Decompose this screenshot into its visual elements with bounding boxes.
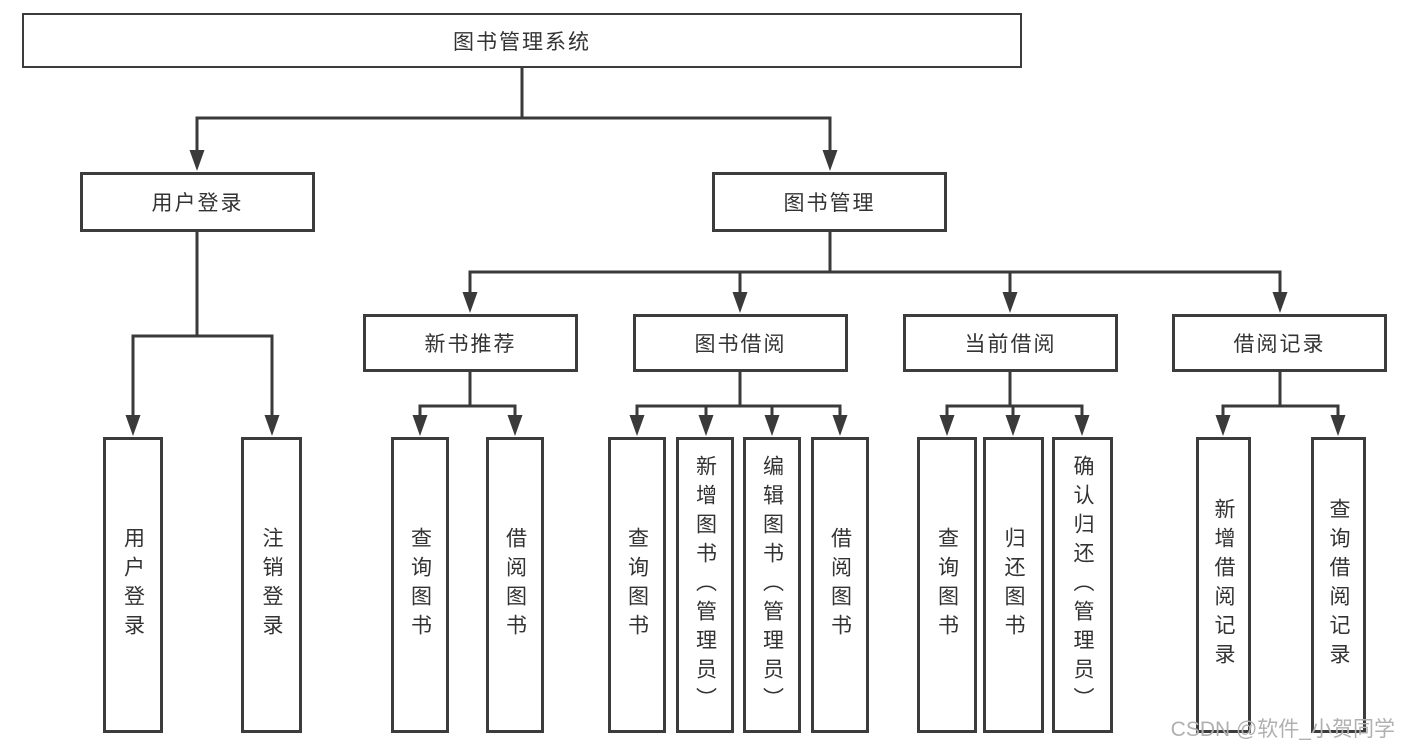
leaf-confirm-return-admin: 确认归还（管理员） — [1052, 437, 1113, 733]
node-library-management-system: 图书管理系统 — [22, 13, 1022, 68]
node-label: 图书管理 — [783, 192, 876, 215]
arrowheads — [125, 150, 1346, 436]
leaf-query-books: 查询图书 — [917, 437, 977, 733]
leaf-label: 新增图书（管理员） — [693, 454, 717, 716]
leaf-query-books: 查询图书 — [391, 437, 449, 733]
leaf-edit-books-admin: 编辑图书（管理员） — [743, 437, 801, 733]
node-book-management: 图书管理 — [712, 172, 947, 232]
leaf-label: 借阅图书 — [503, 527, 527, 643]
leaf-logout: 注销登录 — [241, 437, 302, 733]
leaf-label: 归还图书 — [1002, 527, 1026, 643]
leaf-label: 注销登录 — [260, 527, 284, 643]
leaf-borrow-books: 借阅图书 — [811, 437, 869, 733]
node-label: 当前借阅 — [964, 333, 1057, 356]
leaf-label: 用户登录 — [121, 527, 145, 643]
node-book-borrow: 图书借阅 — [633, 314, 848, 372]
leaf-label: 查询借阅记录 — [1327, 498, 1351, 672]
leaf-return-books: 归还图书 — [983, 437, 1044, 733]
node-user-login: 用户登录 — [80, 172, 315, 232]
leaf-label: 确认归还（管理员） — [1071, 454, 1095, 716]
leaf-label: 编辑图书（管理员） — [760, 454, 784, 716]
node-label: 图书借阅 — [694, 333, 787, 356]
node-new-book-recommend: 新书推荐 — [363, 314, 578, 372]
leaf-label: 借阅图书 — [828, 527, 852, 643]
leaf-user-login: 用户登录 — [103, 437, 163, 733]
leaf-label: 查询图书 — [935, 527, 959, 643]
leaf-query-borrow-record: 查询借阅记录 — [1311, 437, 1366, 733]
leaf-add-books-admin: 新增图书（管理员） — [676, 437, 734, 733]
node-borrow-records: 借阅记录 — [1172, 314, 1387, 372]
node-label: 图书管理系统 — [453, 30, 591, 54]
node-label: 用户登录 — [151, 192, 244, 215]
leaf-add-borrow-record: 新增借阅记录 — [1196, 437, 1251, 733]
leaf-label: 查询图书 — [625, 527, 649, 643]
node-label: 新书推荐 — [424, 333, 517, 356]
leaf-label: 查询图书 — [408, 527, 432, 643]
node-current-borrow: 当前借阅 — [903, 314, 1118, 372]
csdn-watermark: CSDN @软件_小贺同学 — [1170, 718, 1395, 741]
leaf-query-books: 查询图书 — [608, 437, 666, 733]
leaf-label: 新增借阅记录 — [1212, 498, 1236, 672]
node-label: 借阅记录 — [1233, 333, 1326, 356]
leaf-borrow-books: 借阅图书 — [486, 437, 544, 733]
